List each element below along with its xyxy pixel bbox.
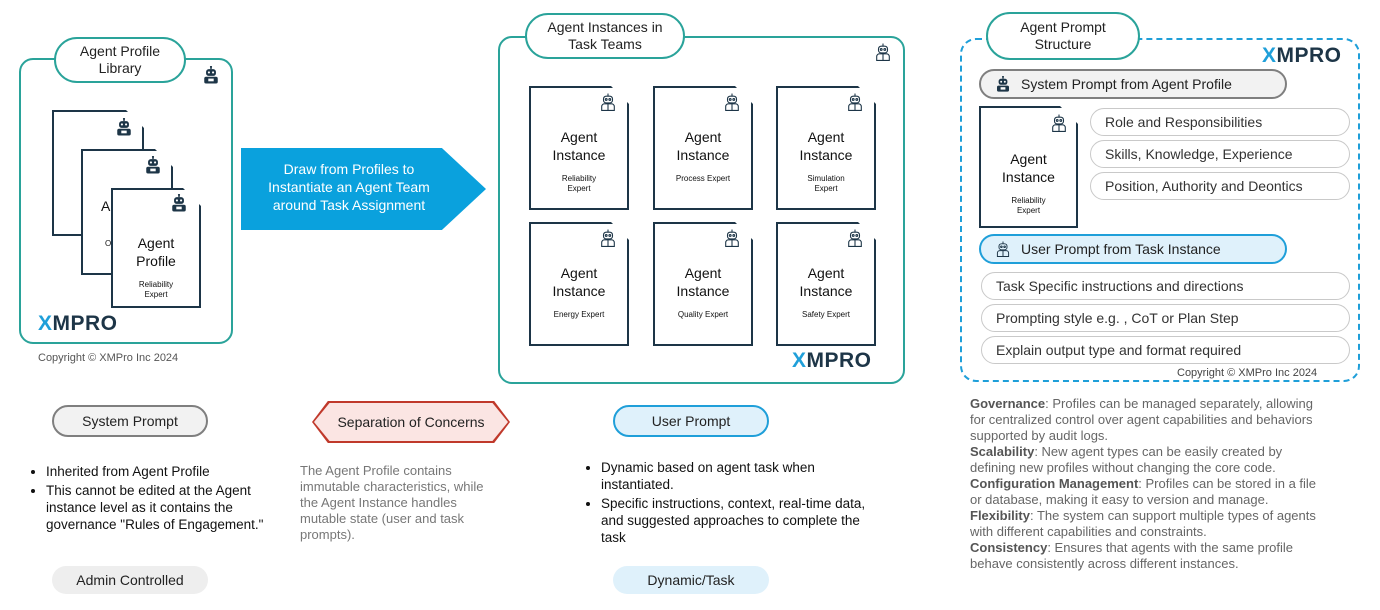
benefit-scalability: Scalability: New agent types can be easi… — [970, 444, 1283, 475]
agent-instance-role: Reliability Expert — [561, 174, 597, 193]
agent-instance-role: Simulation Expert — [807, 174, 845, 193]
agent-instance-title: Agent Instance — [676, 265, 730, 299]
agent-instance-title: Agent Instance — [676, 129, 730, 163]
robot-outline-icon — [723, 229, 741, 247]
robot-outline-icon — [874, 43, 892, 61]
agent-instance-role: Process Expert — [675, 174, 731, 183]
robot-outline-icon — [846, 93, 864, 111]
benefits-list: Governance: Profiles can be managed sepa… — [970, 396, 1330, 572]
instantiate-arrow-text: Draw from Profiles to Instantiate an Age… — [268, 161, 430, 213]
separation-text: The Agent Profile contains immutable cha… — [300, 463, 484, 542]
separation-badge: Separation of Concerns — [314, 403, 508, 441]
user-item-style: Prompting style e.g. , CoT or Plan Step — [981, 304, 1350, 332]
robot-icon — [144, 156, 162, 174]
user-prompt-bullet: Dynamic based on agent task when instant… — [601, 459, 866, 493]
agent-instance-role: Energy Expert — [553, 310, 605, 319]
user-prompt-from-task: User Prompt from Task Instance — [979, 234, 1287, 264]
profile-card-front: Agent Profile Reliability Expert — [111, 188, 201, 308]
prompt-structure-panel — [960, 38, 1360, 382]
agent-instance-title: Agent Instance — [552, 129, 606, 163]
robot-icon — [170, 194, 188, 212]
xmpro-logo: XMPRO — [1262, 44, 1342, 67]
system-prompt-bullet: Inherited from Agent Profile — [46, 463, 266, 480]
agent-instances-title: Agent Instances in Task Teams — [525, 13, 685, 59]
benefit-governance: Governance: Profiles can be managed sepa… — [970, 396, 1314, 443]
system-prompt-bullet: This cannot be edited at the Agent insta… — [46, 482, 266, 533]
user-item-output: Explain output type and format required — [981, 336, 1350, 364]
benefit-consistency: Consistency: Ensures that agents with th… — [970, 540, 1293, 571]
admin-controlled-badge: Admin Controlled — [52, 566, 208, 594]
dynamic-task-badge: Dynamic/Task — [613, 566, 769, 594]
system-item-skills: Skills, Knowledge, Experience — [1090, 140, 1350, 168]
library-copyright: Copyright © XMPro Inc 2024 — [38, 352, 179, 364]
robot-outline-icon — [846, 229, 864, 247]
robot-icon — [995, 76, 1011, 92]
benefit-configuration: Configuration Management: Profiles can b… — [970, 476, 1317, 507]
user-prompt-bullets: Dynamic based on agent task when instant… — [585, 459, 866, 548]
user-prompt-bullet: Specific instructions, context, real-tim… — [601, 495, 866, 546]
agent-instance-role: Safety Expert — [801, 310, 851, 319]
agent-instance-title: Agent Instance — [799, 129, 853, 163]
robot-outline-icon — [1050, 114, 1068, 132]
robot-outline-icon — [599, 229, 617, 247]
instantiate-arrow — [241, 148, 486, 230]
system-prompt-bullets: Inherited from Agent Profile This cannot… — [30, 463, 266, 535]
structure-instance-card: Agent Instance Reliability Expert — [979, 106, 1078, 228]
structure-copyright: Copyright © XMPro Inc 2024 — [1177, 367, 1318, 379]
robot-outline-icon — [599, 93, 617, 111]
robot-icon — [202, 66, 220, 84]
user-prompt-badge: User Prompt — [613, 405, 769, 437]
system-item-position: Position, Authority and Deontics — [1090, 172, 1350, 200]
agent-instance-title: Agent Instance — [552, 265, 606, 299]
prompt-structure-title: Agent Prompt Structure — [986, 12, 1140, 60]
user-item-instructions: Task Specific instructions and direction… — [981, 272, 1350, 300]
xmpro-logo: XMPRO — [38, 312, 118, 335]
xmpro-logo: XMPRO — [792, 349, 872, 372]
robot-icon — [115, 118, 133, 136]
system-item-role: Role and Responsibilities — [1090, 108, 1350, 136]
system-prompt-badge: System Prompt — [52, 405, 208, 437]
agent-instance-title: Agent Instance — [799, 265, 853, 299]
benefit-flexibility: Flexibility: The system can support mult… — [970, 508, 1316, 539]
robot-outline-icon — [995, 241, 1011, 257]
system-prompt-from-profile: System Prompt from Agent Profile — [979, 69, 1287, 99]
agent-profile-library-title: Agent Profile Library — [54, 37, 186, 83]
robot-outline-icon — [723, 93, 741, 111]
agent-instance-role: Quality Expert — [677, 310, 729, 319]
